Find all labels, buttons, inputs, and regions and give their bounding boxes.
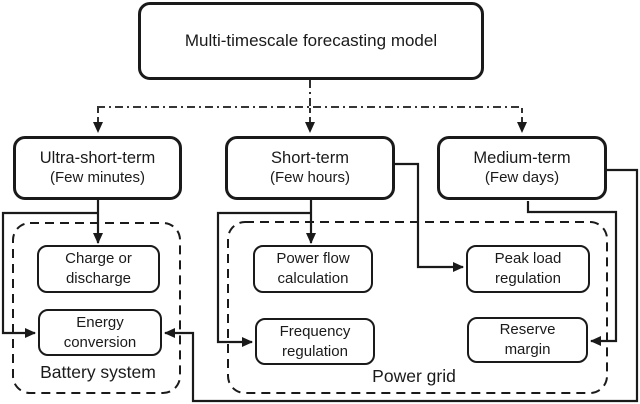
root-model-box: Multi-timescale forecasting model	[138, 2, 484, 80]
power-grid-label: Power grid	[372, 366, 456, 386]
battery-system-label: Battery system	[40, 362, 156, 382]
frequency-regulation-box: Frequency regulation	[255, 318, 375, 365]
reserve-margin-line1: Reserve	[499, 321, 556, 339]
power-flow-line1: Power flow	[276, 250, 350, 268]
short-term-box: Short-term (Few hours)	[225, 136, 395, 200]
ultra-short-term-name: Ultra-short-term	[39, 149, 156, 168]
energy-conversion-line1: Energy	[76, 313, 124, 331]
charge-discharge-line1: Charge or	[65, 250, 132, 268]
medium-term-box: Medium-term (Few days)	[437, 136, 607, 200]
reserve-margin-line2: margin	[504, 341, 551, 358]
short-term-name: Short-term	[271, 149, 349, 168]
charge-discharge-box: Charge or discharge	[37, 245, 160, 293]
medium-term-name: Medium-term	[473, 149, 571, 168]
root-model-label: Multi-timescale forecasting model	[184, 31, 438, 51]
power-flow-line2: calculation	[277, 270, 349, 287]
peak-load-line2: regulation	[495, 270, 561, 287]
energy-conversion-box: Energy conversion	[38, 309, 162, 356]
peak-load-box: Peak load regulation	[466, 245, 590, 293]
power-flow-box: Power flow calculation	[253, 245, 373, 293]
frequency-regulation-line2: regulation	[282, 342, 348, 360]
peak-load-line1: Peak load	[494, 250, 562, 268]
energy-conversion-line2: conversion	[63, 333, 137, 351]
charge-discharge-line2: discharge	[65, 270, 132, 287]
medium-term-horizon: (Few days)	[484, 168, 560, 186]
short-term-horizon: (Few hours)	[269, 168, 351, 186]
frequency-regulation-line1: Frequency	[279, 322, 351, 340]
ultra-short-term-horizon: (Few minutes)	[49, 168, 146, 186]
reserve-margin-box: Reserve margin	[467, 317, 588, 363]
ultra-short-term-box: Ultra-short-term (Few minutes)	[13, 136, 182, 200]
